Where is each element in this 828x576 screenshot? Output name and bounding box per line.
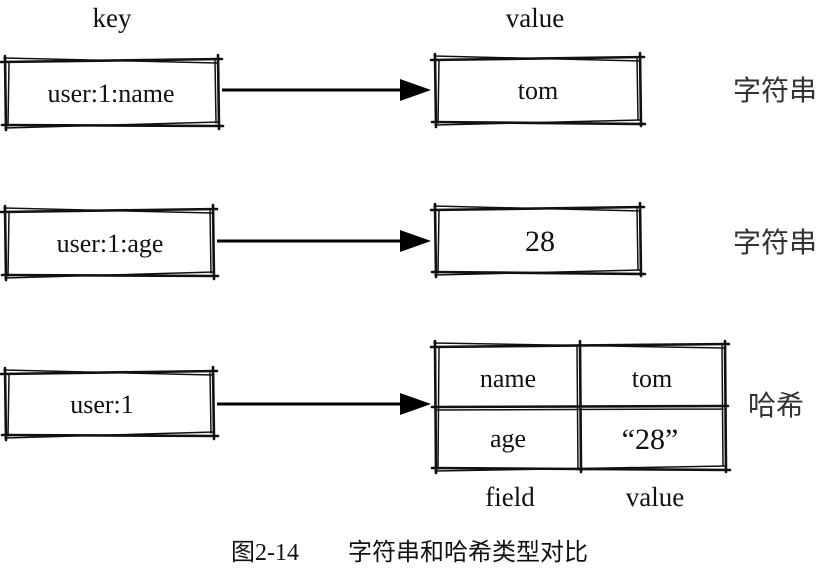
hash-table: name tom age “28” bbox=[429, 339, 732, 475]
type-label-string: 字符串 bbox=[733, 74, 817, 107]
value-label: tom bbox=[518, 76, 558, 105]
key-label: user:1:name bbox=[47, 79, 174, 108]
key-label: user:1:age bbox=[57, 229, 164, 258]
row-user-1-age: user:1:age 28 字符串 bbox=[0, 201, 817, 282]
hash-value-cell: “28” bbox=[622, 423, 679, 456]
key-box: user:1:age bbox=[0, 203, 220, 282]
hash-value-cell: tom bbox=[632, 364, 672, 393]
value-label: 28 bbox=[525, 225, 555, 258]
figure-title: 字符串和哈希类型对比 bbox=[348, 539, 588, 566]
hash-field-cell: name bbox=[480, 364, 536, 393]
value-column-header: value bbox=[506, 3, 564, 33]
hash-field-cell: age bbox=[490, 424, 526, 453]
value-box: 28 bbox=[429, 201, 647, 279]
type-label-hash: 哈希 bbox=[748, 389, 804, 422]
key-box: user:1:name bbox=[0, 53, 225, 132]
arrow bbox=[217, 230, 431, 252]
figure-number: 图2-14 bbox=[231, 540, 299, 566]
arrow bbox=[222, 79, 431, 101]
value-box: tom bbox=[429, 51, 647, 129]
hash-field-column-label: field bbox=[485, 482, 535, 512]
type-label-string: 字符串 bbox=[733, 226, 817, 259]
arrow bbox=[217, 393, 431, 415]
key-label: user:1 bbox=[70, 390, 134, 419]
row-user-1-hash: user:1 name tom age “28” 哈希 field value bbox=[0, 339, 804, 512]
key-box: user:1 bbox=[0, 365, 220, 442]
hash-value-column-label: value bbox=[626, 482, 684, 512]
row-user-1-name: user:1:name tom 字符串 bbox=[0, 51, 817, 132]
key-column-header: key bbox=[93, 3, 132, 33]
figure-caption: 图2-14 字符串和哈希类型对比 bbox=[231, 539, 588, 566]
